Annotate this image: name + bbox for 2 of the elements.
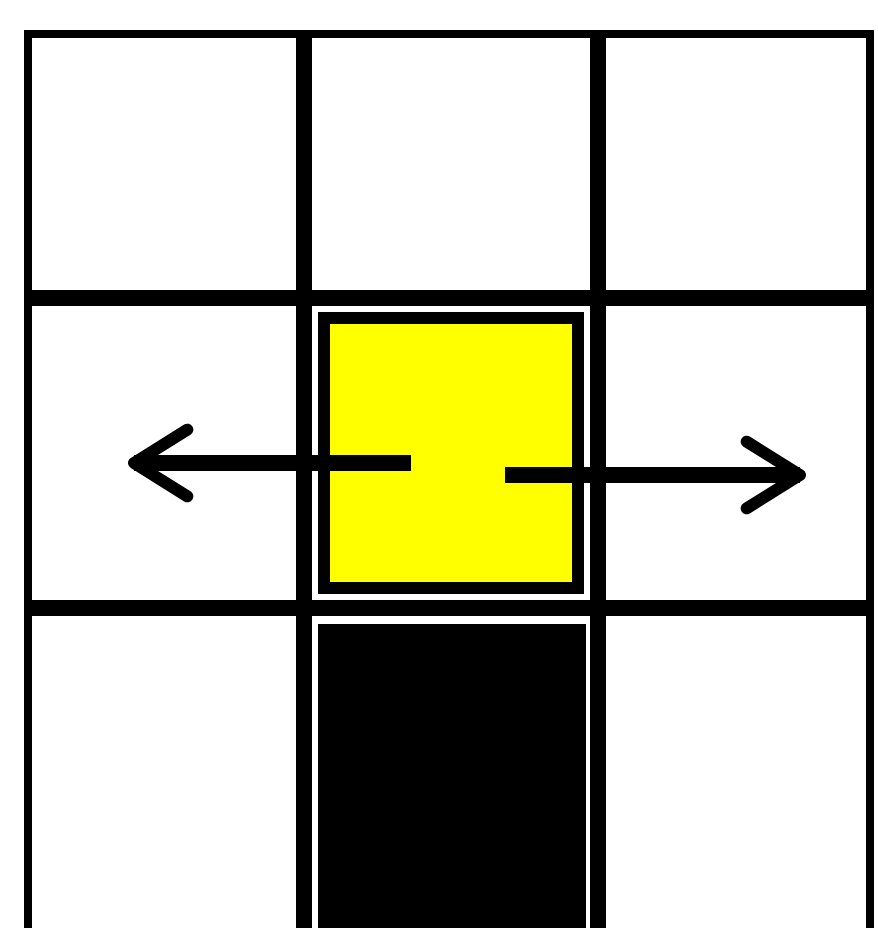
arrow [505,435,806,515]
arrow [128,423,411,503]
